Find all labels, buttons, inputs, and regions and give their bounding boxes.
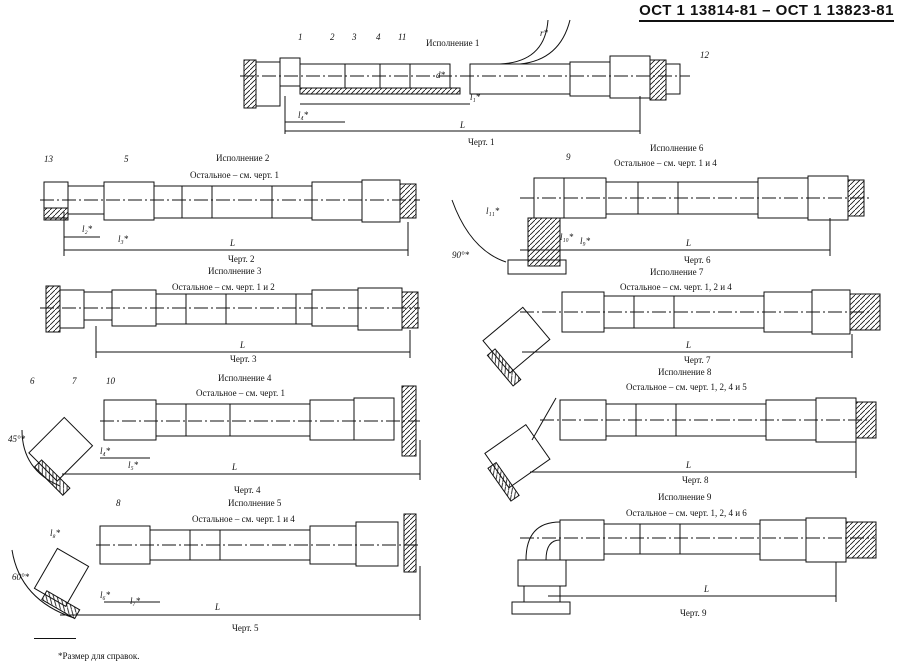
hose-assembly-2: [40, 179, 420, 256]
caption-8: Черт. 8: [682, 475, 709, 485]
dimension-labels: L l₄* l₁* r* d* L l₂* l₃* L L l₄* l₅* 45…: [8, 28, 710, 612]
caption-5: Черт. 5: [232, 623, 259, 633]
dim-L-3: L: [239, 340, 245, 350]
variant-note-3: Остальное – см. черт. 1 и 2: [172, 282, 275, 292]
hose-assembly-4: [21, 385, 421, 496]
dim-L-5: L: [214, 602, 220, 612]
hose-assembly-5: [11, 513, 421, 620]
standard-number: ОСТ 1 13814-81 – ОСТ 1 13823-81: [639, 2, 894, 22]
dim-l6: l₆*: [100, 590, 111, 600]
variant-note-7: Остальное – см. черт. 1, 2 и 4: [620, 282, 732, 292]
footnote-rule: [34, 638, 76, 639]
leader-3: 3: [351, 32, 357, 42]
dim-L-7: L: [685, 340, 691, 350]
footnote: *Размер для справок.: [58, 651, 140, 661]
caption-7: Черт. 7: [684, 355, 711, 365]
dim-L-4: L: [231, 462, 237, 472]
dim-l9: l₉*: [580, 236, 591, 246]
dim-L-2: L: [229, 238, 235, 248]
dim-l4: l₄*: [298, 110, 309, 120]
dim-l3: l₃*: [118, 234, 129, 244]
dim-l5: l₅*: [128, 460, 139, 470]
dim-l4-4: l₄*: [100, 446, 111, 456]
leader-13: 13: [44, 154, 54, 164]
dim-l10: l₁₀*: [560, 232, 574, 242]
dim-l2: l₂*: [82, 224, 93, 234]
hose-assembly-6: [451, 175, 870, 275]
variant-title-5: Исполнение 5: [228, 498, 282, 508]
leader-2: 2: [330, 32, 335, 42]
caption-2: Черт. 2: [228, 254, 255, 264]
hose-assembly-7: [482, 289, 881, 387]
dim-angle-45: 45°*: [8, 434, 26, 444]
dim-d: d*: [436, 70, 446, 80]
dim-angle-60: 60°*: [12, 572, 30, 582]
leader-6: 6: [30, 376, 35, 386]
dim-L-8: L: [685, 460, 691, 470]
variant-note-8: Остальное – см. черт. 1, 2, 4 и 5: [626, 382, 747, 392]
leader-12: 12: [700, 50, 710, 60]
hose-assembly-1: [240, 19, 690, 134]
variant-note-5: Остальное – см. черт. 1 и 4: [192, 514, 295, 524]
leader-8: 8: [116, 498, 121, 508]
variant-note-6: Остальное – см. черт. 1 и 4: [614, 158, 717, 168]
caption-9: Черт. 9: [680, 608, 707, 618]
hose-assembly-8: [484, 397, 877, 502]
dim-r: r*: [540, 28, 549, 38]
variant-title-2: Исполнение 2: [216, 153, 270, 163]
variant-title-1: Исполнение 1: [426, 38, 480, 48]
variant-title-7: Исполнение 7: [650, 267, 704, 277]
variant-title-3: Исполнение 3: [208, 266, 262, 276]
dim-L-6: L: [685, 238, 691, 248]
dim-L-1: L: [459, 120, 465, 130]
dim-l7: l₇*: [130, 596, 141, 606]
dim-L-9: L: [703, 584, 709, 594]
caption-3: Черт. 3: [230, 354, 257, 364]
dim-angle-90: 90°*: [452, 250, 470, 260]
variant-title-6: Исполнение 6: [650, 143, 704, 153]
variant-note-9: Остальное – см. черт. 1, 2, 4 и 6: [626, 508, 747, 518]
caption-6: Черт. 6: [684, 255, 711, 265]
variant-title-8: Исполнение 8: [658, 367, 712, 377]
leader-4: 4: [376, 32, 381, 42]
dim-l11: l₁₁*: [486, 206, 500, 216]
variant-title-9: Исполнение 9: [658, 492, 712, 502]
leader-10: 10: [106, 376, 116, 386]
variant-note-4: Остальное – см. черт. 1: [196, 388, 285, 398]
caption-1: Черт. 1: [468, 137, 495, 147]
leader-7: 7: [72, 376, 77, 386]
caption-4: Черт. 4: [234, 485, 261, 495]
variant-title-4: Исполнение 4: [218, 373, 272, 383]
leader-5: 5: [124, 154, 129, 164]
leader-1: 1: [298, 32, 303, 42]
hose-assembly-3: [40, 285, 420, 358]
leader-11: 11: [398, 32, 406, 42]
dim-l1: l₁*: [470, 92, 481, 102]
variant-note-2: Остальное – см. черт. 1: [190, 170, 279, 180]
hose-assembly-9: [511, 517, 877, 615]
dim-l8: l₈*: [50, 528, 61, 538]
leader-9: 9: [566, 152, 571, 162]
